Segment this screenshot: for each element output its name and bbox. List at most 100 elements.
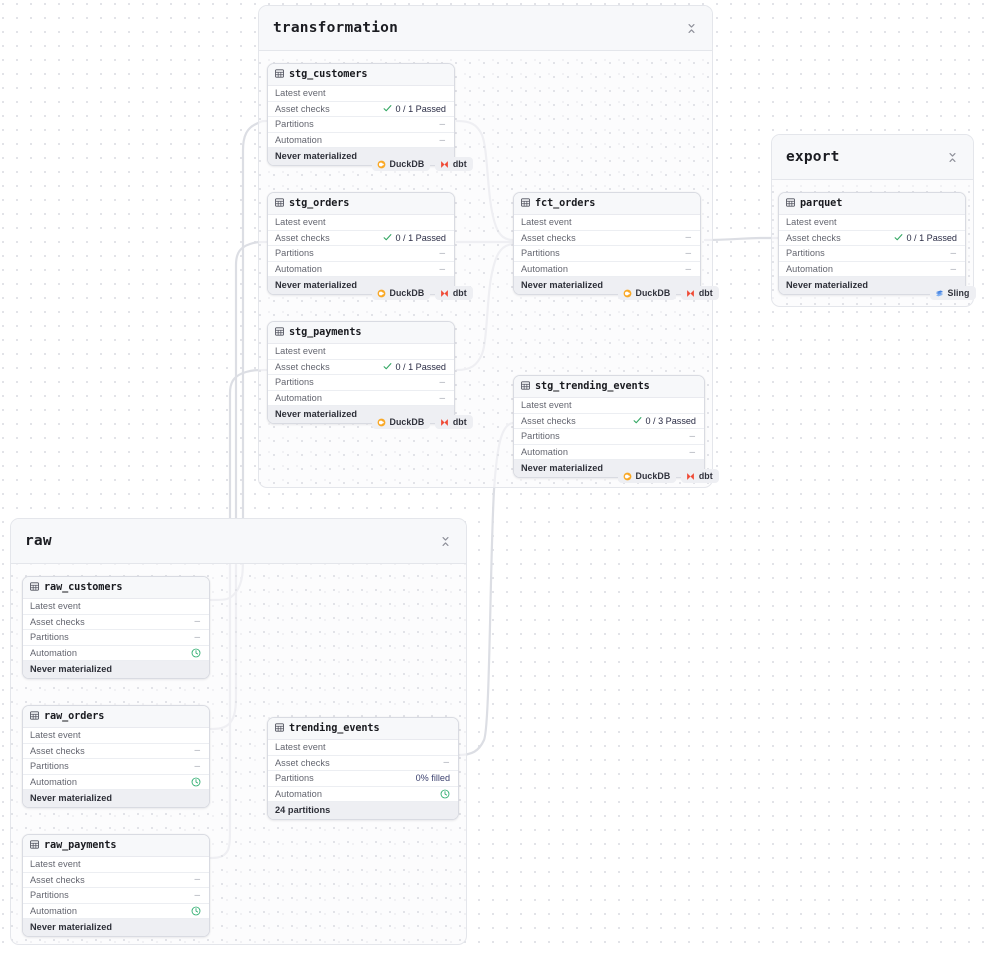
row-value: – (685, 263, 691, 275)
asset-node-header[interactable]: parquet (779, 193, 965, 215)
asset-node-raw-customers[interactable]: raw_customers Latest event Asset checks … (22, 576, 210, 680)
asset-checks-value: 0 / 1 Passed (906, 232, 957, 243)
node-tags-stg-payments: DuckDB dbt (372, 415, 473, 429)
dbt-icon (686, 472, 695, 481)
asset-node-header[interactable]: stg_payments (268, 322, 454, 344)
tag-dbt[interactable]: dbt (435, 415, 473, 429)
asset-node-stg-payments[interactable]: stg_payments Latest event Asset checks 0… (267, 321, 455, 425)
row-asset-checks: Asset checks 0 / 3 Passed (514, 413, 704, 430)
row-label: Latest event (521, 400, 572, 411)
row-label: Automation (30, 906, 77, 917)
row-value: – (950, 263, 956, 275)
tag-duckdb[interactable]: DuckDB (372, 157, 431, 171)
row-label: Asset checks (275, 757, 330, 768)
row-label: Partitions (30, 761, 69, 772)
tag-duckdb[interactable]: DuckDB (372, 286, 431, 300)
asset-node-raw-orders[interactable]: raw_orders Latest event Asset checks – P… (22, 705, 210, 809)
asset-node-stg-trending-events[interactable]: stg_trending_events Latest event Asset c… (513, 375, 705, 479)
duckdb-icon (377, 289, 386, 298)
asset-node-raw-payments[interactable]: raw_payments Latest event Asset checks –… (22, 834, 210, 938)
row-automation: Automation – (268, 132, 454, 149)
row-label: Partitions (275, 377, 314, 388)
asset-node-stg-orders[interactable]: stg_orders Latest event Asset checks 0 /… (267, 192, 455, 296)
row-latest-event: Latest event (23, 857, 209, 873)
asset-node-header[interactable]: stg_orders (268, 193, 454, 215)
asset-node-trending-events[interactable]: trending_events Latest event Asset check… (267, 717, 459, 821)
asset-node-stg-customers[interactable]: stg_customers Latest event Asset checks … (267, 63, 455, 167)
row-partitions: Partitions – (23, 759, 209, 775)
row-label: Asset checks (30, 745, 85, 756)
tag-label: DuckDB (389, 159, 425, 169)
collapse-icon[interactable] (943, 148, 961, 166)
group-transformation-header[interactable]: transformation (259, 6, 712, 51)
collapse-icon[interactable] (436, 532, 454, 550)
tag-label: dbt (452, 288, 467, 298)
row-label: Latest event (521, 217, 572, 228)
row-label: Asset checks (786, 232, 841, 243)
row-partitions: Partitions – (23, 888, 209, 904)
row-value: 0 / 1 Passed (383, 104, 446, 114)
row-value: – (443, 757, 449, 769)
row-label: Automation (275, 264, 322, 275)
row-partitions: Partitions – (779, 246, 965, 262)
tag-label: dbt (698, 288, 713, 298)
asset-node-header[interactable]: stg_customers (268, 64, 454, 86)
row-label: Asset checks (30, 616, 85, 627)
asset-node-title: trending_events (289, 723, 380, 734)
asset-node-header[interactable]: raw_payments (23, 835, 209, 857)
duckdb-icon (623, 472, 632, 481)
asset-node-parquet[interactable]: parquet Latest event Asset checks 0 / 1 … (778, 192, 966, 296)
node-tags-fct-orders: DuckDB dbt (618, 286, 719, 300)
node-tags-stg-customers: DuckDB dbt (372, 157, 473, 171)
row-label: Latest event (275, 217, 326, 228)
asset-node-title: raw_customers (44, 582, 123, 593)
tag-dbt[interactable]: dbt (435, 157, 473, 171)
row-latest-event: Latest event (514, 398, 704, 414)
row-automation: Automation (23, 774, 209, 791)
row-label: Asset checks (521, 415, 576, 426)
asset-node-title: fct_orders (535, 198, 596, 209)
collapse-icon[interactable] (682, 19, 700, 37)
row-asset-checks: Asset checks – (23, 872, 209, 889)
asset-node-header[interactable]: fct_orders (514, 193, 700, 215)
asset-node-header[interactable]: stg_trending_events (514, 376, 704, 398)
tag-sling[interactable]: Sling (930, 286, 976, 300)
row-value: – (689, 446, 695, 458)
row-value: – (194, 631, 200, 643)
asset-node-header[interactable]: trending_events (268, 718, 458, 740)
sling-icon (935, 289, 944, 298)
row-partitions: Partitions – (268, 246, 454, 262)
row-label: Partitions (30, 632, 69, 643)
tag-duckdb[interactable]: DuckDB (372, 415, 431, 429)
asset-node-header[interactable]: raw_orders (23, 706, 209, 728)
tag-duckdb[interactable]: DuckDB (618, 286, 677, 300)
asset-table-icon (30, 840, 39, 851)
asset-node-fct-orders[interactable]: fct_orders Latest event Asset checks – P… (513, 192, 701, 296)
row-value: – (685, 232, 691, 244)
row-label: Asset checks (30, 874, 85, 885)
row-partitions: Partitions 0% filled (268, 771, 458, 787)
row-label: Automation (30, 648, 77, 659)
asset-node-title: raw_orders (44, 711, 105, 722)
tag-dbt[interactable]: dbt (681, 286, 719, 300)
row-asset-checks: Asset checks 0 / 1 Passed (268, 359, 454, 376)
group-export-header[interactable]: export (772, 135, 973, 180)
asset-table-icon (521, 381, 530, 392)
tag-label: dbt (698, 471, 713, 481)
row-latest-event: Latest event (268, 344, 454, 360)
asset-table-icon (275, 327, 284, 338)
asset-node-header[interactable]: raw_customers (23, 577, 209, 599)
tag-dbt[interactable]: dbt (435, 286, 473, 300)
partitions-fill-value: 0% filled (415, 773, 450, 784)
dbt-icon (440, 289, 449, 298)
asset-table-icon (30, 711, 39, 722)
row-label: Latest event (275, 346, 326, 357)
group-raw-header[interactable]: raw (11, 519, 466, 564)
tag-label: DuckDB (389, 288, 425, 298)
tag-duckdb[interactable]: DuckDB (618, 469, 677, 483)
row-label: Automation (521, 264, 568, 275)
tag-dbt[interactable]: dbt (681, 469, 719, 483)
asset-table-icon (275, 69, 284, 80)
row-value: – (194, 616, 200, 628)
